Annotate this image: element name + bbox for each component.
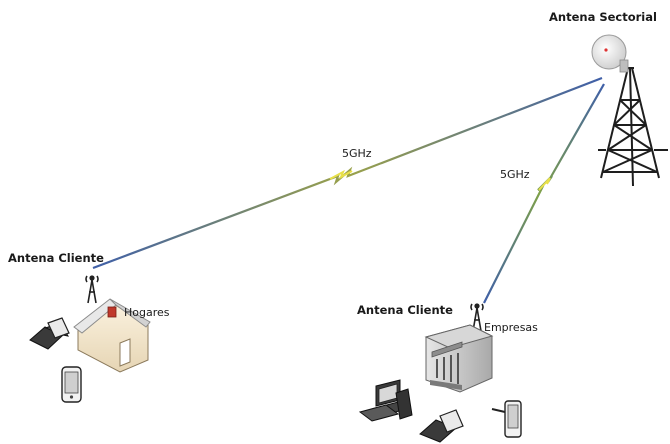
link-homes-frequency-label: 5GHz: [342, 147, 372, 160]
smartphone-icon: [61, 366, 82, 403]
laptop-icon: [29, 317, 70, 350]
lattice-tower-icon: [598, 67, 668, 187]
sectorial-antenna-label: Antena Sectorial: [549, 10, 657, 24]
laptop-icon: [419, 409, 464, 443]
office-building-icon: [424, 324, 494, 393]
homes-label: Hogares: [124, 306, 170, 319]
house-icon: [73, 298, 151, 373]
business-label: Empresas: [484, 321, 538, 334]
desktop-computer-icon: [358, 379, 413, 422]
smartphone-icon: [491, 400, 522, 438]
client-antenna-business-label: Antena Cliente: [357, 303, 453, 317]
client-antenna-homes-icon: [85, 275, 99, 304]
link-homes: [92, 76, 603, 270]
client-antenna-homes-label: Antena Cliente: [8, 251, 104, 265]
sectorial-dish-icon: [591, 34, 629, 73]
link-business: [483, 83, 605, 304]
link-business-frequency-label: 5GHz: [500, 168, 530, 181]
